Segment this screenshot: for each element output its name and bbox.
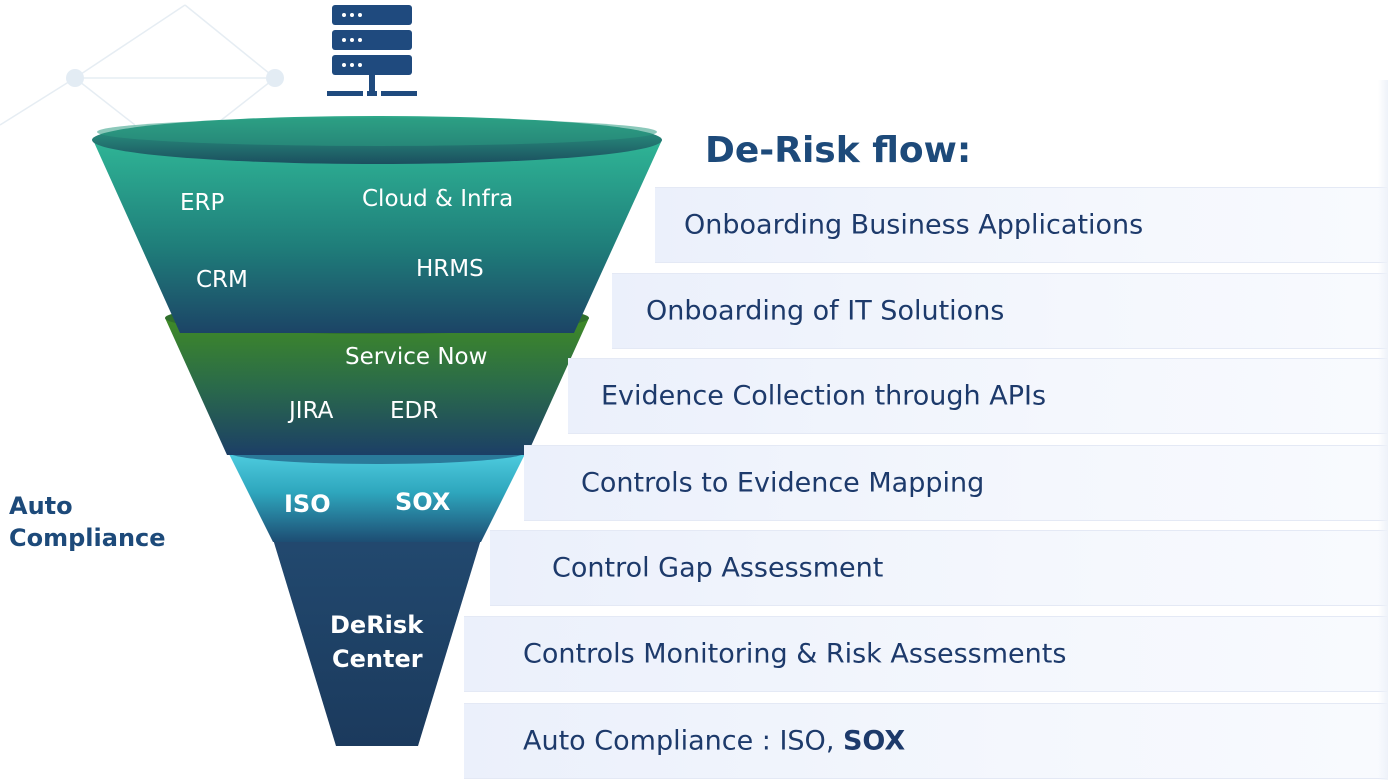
final-step-bold: SOX <box>842 725 906 757</box>
funnel-label-center: Center <box>332 645 423 673</box>
final-step-prefix: Auto Compliance : ISO, <box>523 725 843 757</box>
funnel-label-service-now: Service Now <box>345 344 488 370</box>
flow-step-final: Auto Compliance : ISO, SOX <box>464 703 1388 779</box>
flow-step: Controls Monitoring & Risk Assessments <box>464 616 1388 692</box>
flow-step: Controls to Evidence Mapping <box>524 445 1388 521</box>
funnel-label-derisk: DeRisk <box>330 611 424 639</box>
right-edge-shade <box>1378 80 1388 780</box>
server-rack-icon <box>327 5 417 96</box>
flow-step-label: Auto Compliance : ISO, SOX <box>523 726 905 757</box>
flow-step-label: Onboarding of IT Solutions <box>646 295 1005 327</box>
funnel-label-hrms: HRMS <box>416 256 484 282</box>
auto-compliance-label: Auto Compliance <box>9 490 166 554</box>
flow-step-label: Controls to Evidence Mapping <box>581 467 985 499</box>
flow-step-label: Control Gap Assessment <box>552 552 884 584</box>
flow-step-label: Onboarding Business Applications <box>684 209 1144 241</box>
funnel-layer-tools <box>165 318 589 455</box>
funnel-layer-apps <box>93 140 662 333</box>
flow-step: Control Gap Assessment <box>490 530 1388 606</box>
flow-step: Evidence Collection through APIs <box>568 358 1388 434</box>
funnel-layer-derisk <box>272 536 482 746</box>
flow-step-label: Controls Monitoring & Risk Assessments <box>523 638 1067 670</box>
background-network-decoration <box>0 4 276 126</box>
flow-step: Onboarding Business Applications <box>655 187 1388 263</box>
funnel-label-jira: JIRA <box>289 398 334 424</box>
flow-title: De-Risk flow: <box>705 130 972 171</box>
funnel-label-sox: SOX <box>395 488 451 516</box>
funnel-layer-standards <box>228 452 526 542</box>
funnel-label-cloud-infra: Cloud & Infra <box>362 186 514 212</box>
funnel-label-erp: ERP <box>180 190 225 216</box>
side-label-line-2: Compliance <box>9 524 166 552</box>
flow-step: Onboarding of IT Solutions <box>612 273 1388 349</box>
side-label-line-1: Auto <box>9 492 73 520</box>
flow-step-label: Evidence Collection through APIs <box>601 380 1047 412</box>
funnel-label-crm: CRM <box>196 267 248 293</box>
funnel-label-iso: ISO <box>284 490 331 518</box>
funnel-label-edr: EDR <box>390 398 439 424</box>
